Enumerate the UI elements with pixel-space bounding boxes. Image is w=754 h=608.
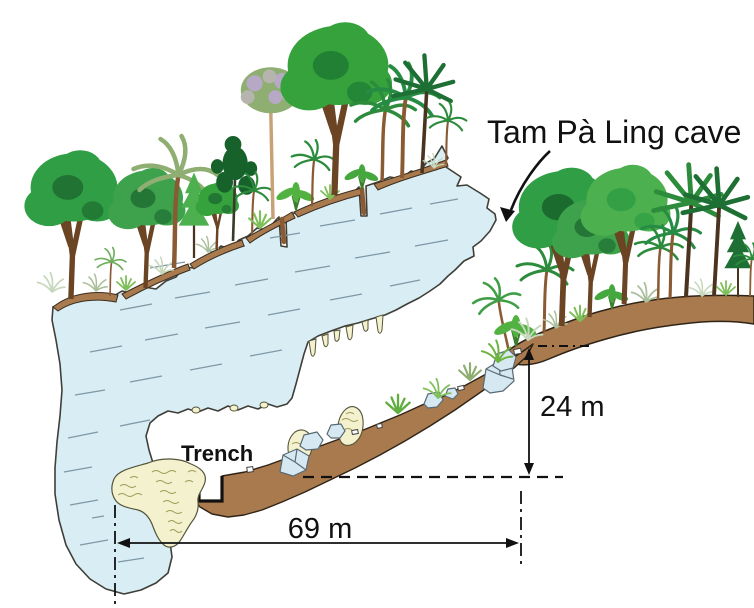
arrowhead-pointer-icon xyxy=(500,207,515,222)
grass-tuft xyxy=(716,280,736,296)
slot-tree-roots xyxy=(279,186,367,245)
arrowhead-down-icon xyxy=(524,463,534,475)
measurement-24m: 24 m xyxy=(303,345,604,479)
vertical-measurement-label: 24 m xyxy=(540,391,604,423)
rockfall-boulders xyxy=(279,349,517,477)
fern xyxy=(82,273,108,292)
grass-tuft xyxy=(385,393,411,415)
sediment-slope xyxy=(187,343,534,518)
cave-title-label: Tam Pà Ling cave xyxy=(487,114,741,150)
limestone-massif xyxy=(51,145,497,595)
cave-pointer-arrow xyxy=(509,150,551,211)
bedding-lines xyxy=(63,198,459,563)
flowstone-formation xyxy=(111,458,206,548)
fern xyxy=(195,235,220,253)
measurement-69m: 69 m xyxy=(114,491,522,604)
cave-title-group: Tam Pà Ling cave xyxy=(487,114,741,222)
grass-tuft xyxy=(458,362,482,382)
fern xyxy=(36,271,66,293)
horizontal-measurement-label: 69 m xyxy=(288,513,352,545)
trench-label: Trench xyxy=(181,441,253,466)
arrowhead-right-icon xyxy=(506,538,519,548)
grass-tuft xyxy=(116,275,136,291)
flowstone-texture xyxy=(117,470,197,533)
arrowhead-up-icon xyxy=(524,348,534,360)
pebbles xyxy=(246,347,523,473)
cave-ceiling-stalactites xyxy=(191,314,384,414)
hillside-soil xyxy=(503,294,754,366)
tree xyxy=(24,150,120,299)
fern xyxy=(688,278,714,297)
arrowhead-left-icon xyxy=(117,538,130,548)
